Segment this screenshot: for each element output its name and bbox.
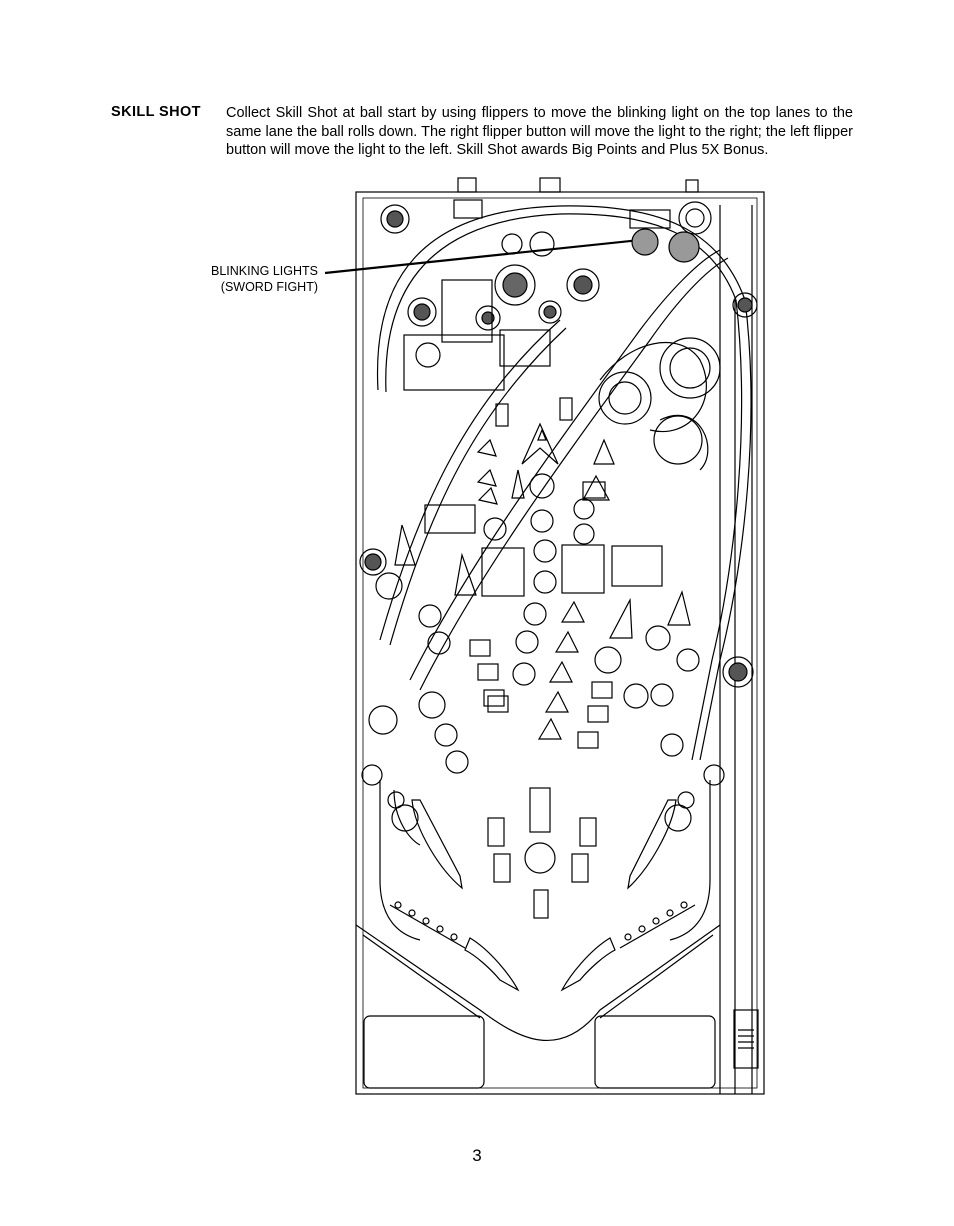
callout-arrow: [324, 234, 650, 275]
cabinet-outline: [355, 177, 765, 1095]
section-body: Collect Skill Shot at ball start by usin…: [226, 104, 853, 160]
body-text: Collect Skill Shot at ball start by usin…: [226, 105, 853, 158]
ramps: [376, 205, 752, 761]
callout-line-2: (SWORD FIGHT): [220, 280, 318, 294]
callout-line-1: BLINKING LIGHTS: [211, 264, 318, 278]
playfield-inserts: [375, 397, 700, 919]
page-number: 3: [472, 1146, 482, 1165]
side-bumpers: [359, 548, 754, 786]
lower-playfield: [355, 780, 759, 1089]
section-heading: SKILL SHOT: [111, 104, 201, 120]
callout-label: BLINKING LIGHTS (SWORD FIGHT): [170, 263, 318, 295]
upper-playfield: [380, 199, 758, 465]
